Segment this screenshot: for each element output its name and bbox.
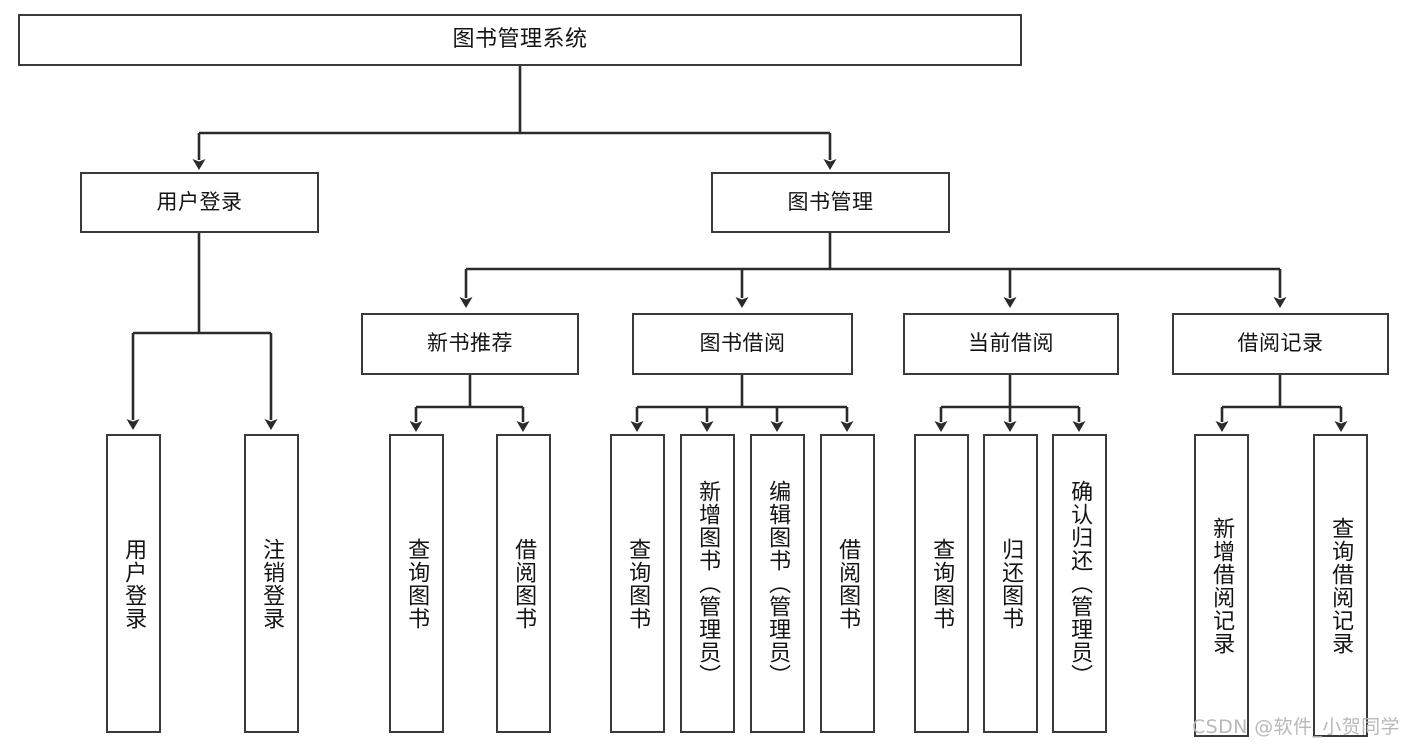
node-root-book-management-system[interactable]: 图书管理系统 (18, 14, 1022, 66)
node-label: 注销登录 (259, 537, 285, 630)
node-label: 新书推荐 (427, 331, 513, 356)
leaf-current-borrow-confirm-return-admin[interactable]: 确认归还（管理员） (1052, 434, 1107, 733)
node-label: 当前借阅 (968, 331, 1054, 356)
node-book-management[interactable]: 图书管理 (711, 172, 950, 233)
node-label: 新增图书（管理员） (695, 480, 721, 687)
node-label: 用户登录 (121, 537, 147, 630)
leaf-book-borrow-borrow-book[interactable]: 借阅图书 (820, 434, 875, 733)
node-label: 借阅图书 (511, 537, 537, 630)
node-user-login[interactable]: 用户登录 (80, 172, 319, 233)
node-borrow-record[interactable]: 借阅记录 (1172, 313, 1389, 375)
node-current-borrow[interactable]: 当前借阅 (903, 313, 1119, 375)
node-label: 查询图书 (929, 537, 955, 630)
node-label: 借阅记录 (1237, 331, 1324, 356)
node-label: 归还图书 (998, 537, 1024, 630)
node-label: 图书借阅 (699, 331, 786, 356)
node-label: 新增借阅记录 (1209, 516, 1235, 655)
node-label: 查询图书 (625, 537, 651, 630)
leaf-book-borrow-add-book-admin[interactable]: 新增图书（管理员） (680, 434, 735, 733)
leaf-current-borrow-query-book[interactable]: 查询图书 (914, 434, 969, 733)
node-new-book-recommend[interactable]: 新书推荐 (361, 313, 579, 375)
leaf-borrow-record-query-record[interactable]: 查询借阅记录 (1313, 434, 1368, 737)
node-label: 图书管理 (787, 189, 874, 214)
leaf-book-borrow-edit-book-admin[interactable]: 编辑图书（管理员） (750, 434, 805, 733)
leaf-book-borrow-query-book[interactable]: 查询图书 (610, 434, 665, 733)
csdn-watermark: CSDN @软件_小贺同学 (1192, 716, 1400, 738)
node-label: 用户登录 (156, 189, 243, 214)
leaf-new-book-borrow-book[interactable]: 借阅图书 (496, 434, 551, 733)
node-book-borrow[interactable]: 图书借阅 (632, 313, 853, 375)
leaf-user-login-logout[interactable]: 注销登录 (244, 434, 299, 733)
node-label: 确认归还（管理员） (1067, 480, 1093, 687)
node-label: 查询借阅记录 (1328, 516, 1354, 655)
leaf-new-book-query-book[interactable]: 查询图书 (389, 434, 444, 733)
node-label: 查询图书 (404, 537, 430, 630)
node-label: 借阅图书 (835, 537, 861, 630)
leaf-user-login-login[interactable]: 用户登录 (106, 434, 161, 733)
leaf-borrow-record-add-record[interactable]: 新增借阅记录 (1194, 434, 1249, 737)
node-label: 图书管理系统 (452, 26, 588, 52)
node-label: 编辑图书（管理员） (765, 480, 791, 687)
leaf-current-borrow-return-book[interactable]: 归还图书 (983, 434, 1038, 733)
